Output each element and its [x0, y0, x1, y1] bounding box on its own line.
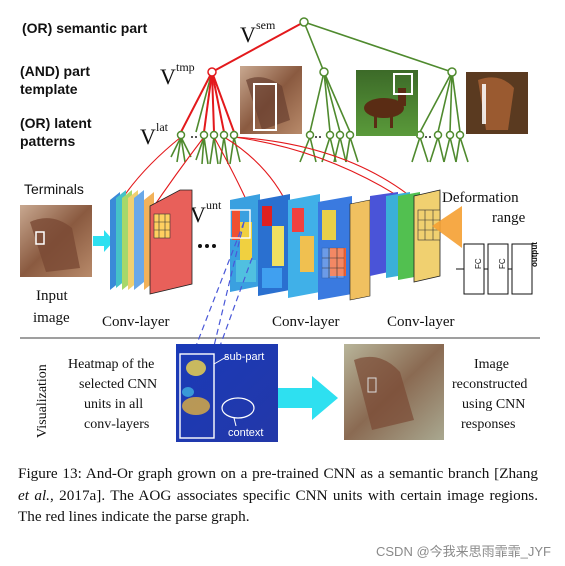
watermark: CSDN @今我来思雨霏霏_JYF — [376, 544, 551, 559]
label-image: image — [33, 310, 70, 326]
svg-text:V: V — [160, 64, 176, 89]
svg-text:V: V — [140, 124, 156, 149]
label-range: range — [492, 210, 526, 226]
label-template: template — [20, 81, 78, 97]
caption-et-al: et al. — [18, 486, 50, 504]
fc-layers: FC FC output — [456, 242, 539, 295]
v-tmp-label: V tmp — [160, 60, 195, 89]
svg-text:V: V — [240, 22, 256, 47]
v-sem-label: V sem — [240, 18, 276, 47]
heatmap-text-4: conv-layers — [84, 417, 149, 432]
svg-text:tmp: tmp — [176, 60, 195, 74]
v-unt-label: V unt — [190, 198, 222, 227]
label-patterns: patterns — [20, 133, 75, 149]
caption-suffix: , 2017a]. The AOG associates specific CN… — [18, 486, 538, 526]
conv-block-1 — [110, 189, 193, 295]
horse-thumbnail-1 — [240, 66, 302, 134]
parse-graph-lines — [180, 21, 305, 133]
label-and-part: (AND) part — [20, 63, 90, 79]
svg-text:FC: FC — [498, 258, 507, 269]
label-conv-layer-3: Conv-layer — [387, 314, 454, 330]
and-or-graph-tree — [170, 21, 469, 165]
tree-ellipsis — [191, 136, 431, 138]
deformation-cone — [432, 206, 462, 248]
svg-text:FC: FC — [474, 258, 483, 269]
label-context: context — [228, 427, 263, 439]
svg-text:output: output — [530, 242, 539, 267]
label-sub-part: sub-part — [224, 351, 264, 363]
heatmap-text-1: Heatmap of the — [68, 357, 154, 372]
label-deformation: Deformation — [442, 190, 519, 206]
layer-ellipsis — [198, 244, 216, 248]
figure-caption: Figure 13: And-Or graph grown on a pre-t… — [18, 463, 538, 528]
heatmap-link-lines — [195, 221, 253, 347]
svg-text:unt: unt — [206, 198, 222, 212]
conv-block-3 — [370, 189, 462, 283]
conv-block-2 — [229, 194, 371, 301]
caption-prefix: Figure 13: And-Or graph grown on a pre-t… — [18, 465, 538, 482]
heatmap-text-2: selected CNN — [79, 377, 157, 392]
reconstructed-image — [344, 344, 444, 440]
heatmap-text-3: units in all — [84, 397, 143, 412]
label-conv-layer-1: Conv-layer — [102, 314, 169, 330]
v-lat-label: V lat — [140, 120, 169, 149]
graph-nodes — [176, 17, 465, 140]
input-horse-image — [20, 205, 92, 277]
parse-graph-terminal-links — [117, 136, 433, 216]
label-input: Input — [36, 288, 68, 304]
reconstruction-arrow — [278, 376, 338, 420]
figure-diagram: (OR) semantic part (AND) part template (… — [20, 17, 540, 442]
label-or-latent: (OR) latent — [20, 115, 92, 131]
horse-thumbnail-2 — [356, 70, 418, 136]
svg-text:V: V — [190, 202, 206, 227]
recon-text-4: responses — [461, 417, 515, 432]
svg-text:lat: lat — [156, 120, 169, 134]
heatmap-image: sub-part context — [176, 344, 278, 442]
label-terminals: Terminals — [24, 181, 84, 197]
recon-text-3: using CNN — [462, 397, 525, 412]
label-visualization: Visualization — [35, 364, 50, 438]
label-conv-layer-2: Conv-layer — [272, 314, 339, 330]
horse-thumbnail-3 — [466, 72, 528, 134]
svg-text:sem: sem — [256, 18, 276, 32]
recon-text-2: reconstructed — [452, 377, 527, 392]
recon-text-1: Image — [474, 357, 509, 372]
label-or-semantic-part: (OR) semantic part — [22, 20, 148, 36]
input-arrow — [93, 230, 114, 252]
